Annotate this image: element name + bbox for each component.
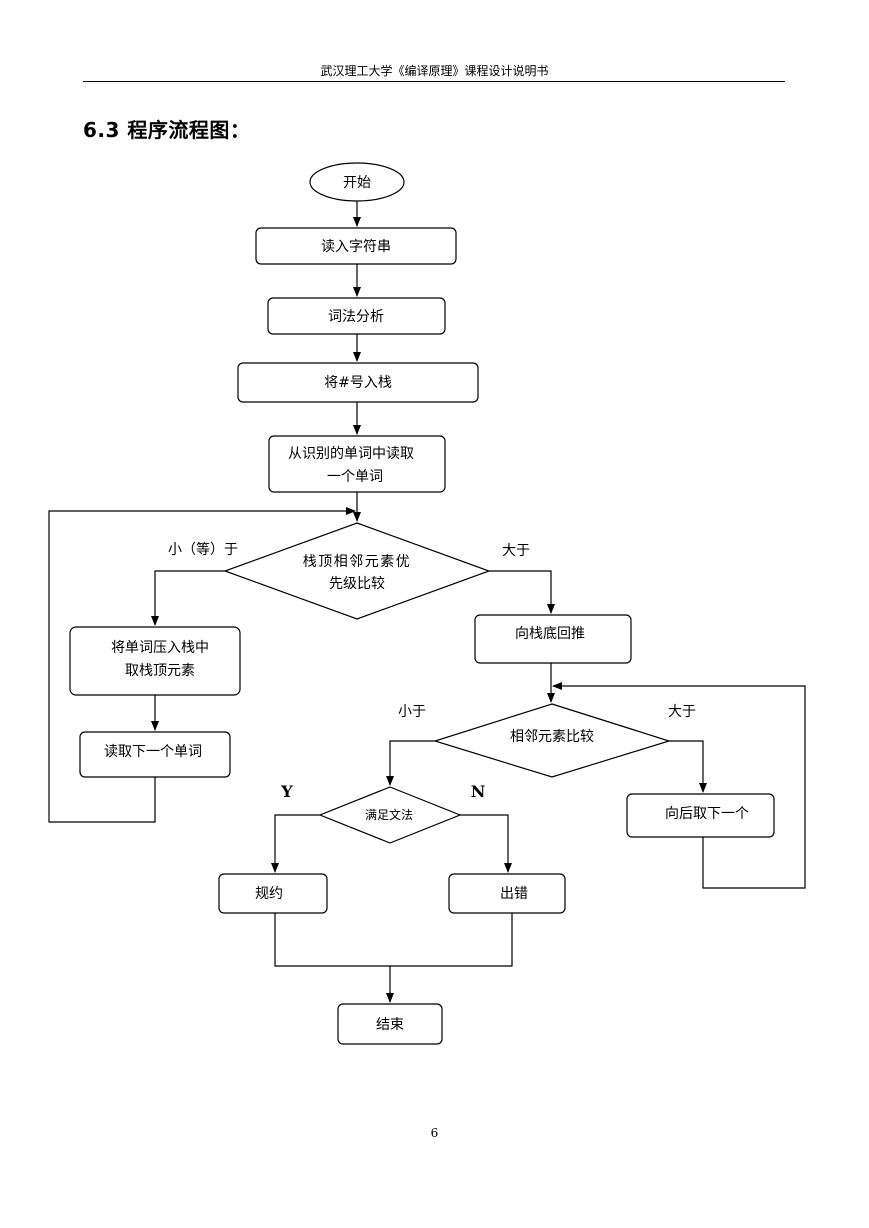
label-less-equal: 小（等）于 [168, 541, 238, 558]
lexical-label: 词法分析 [328, 309, 384, 325]
reduce-node [218, 873, 328, 914]
loop-back-right-line [552, 682, 806, 889]
read-string-label: 读入字符串 [321, 238, 391, 255]
end-label: 结束 [376, 1017, 404, 1033]
error-node [448, 873, 566, 914]
error-label: 出错 [500, 886, 528, 902]
merge-line [274, 913, 513, 967]
push-word-line1: 将单词压入栈中 [111, 640, 209, 656]
page-header: 武汉理工大学《编译原理》课程设计说明书 [320, 64, 549, 78]
backtrack-label: 向栈底回推 [515, 626, 585, 642]
reduce-label: 规约 [255, 886, 283, 902]
header-rule [83, 81, 785, 82]
grammar-decision [318, 786, 462, 844]
next-one-node [626, 793, 775, 838]
arrow-compare-push [151, 570, 225, 626]
arrow-compare-backtrack [489, 570, 555, 614]
adjacent-compare-label: 相邻元素比较 [510, 729, 594, 745]
push-hash-node [237, 362, 479, 403]
compare-decision [223, 522, 491, 620]
read-string-node [255, 227, 457, 265]
page-number: 6 [430, 1126, 439, 1140]
label-n: N [471, 782, 486, 801]
read-word-line1: 从识别的单词中读取 [288, 445, 414, 462]
compare-line2: 先级比较 [329, 576, 385, 592]
label-y: Y [280, 782, 293, 801]
label-greater2: 大于 [668, 704, 696, 720]
label-greater: 大于 [502, 543, 530, 559]
arrow-grammar-error [460, 814, 512, 873]
label-less: 小于 [398, 704, 426, 720]
read-next-word-label: 读取下一个单词 [104, 743, 202, 760]
section-title: 6.3 程序流程图： [83, 118, 251, 142]
push-hash-label: 将#号入栈 [324, 375, 392, 391]
arrow-adjacent-grammar [386, 740, 435, 786]
compare-line1: 栈顶相邻元素优 [303, 554, 412, 570]
read-word-line2: 一个单词 [327, 469, 383, 485]
adjacent-compare-decision [432, 703, 672, 778]
arrow-adjacent-next [669, 740, 707, 793]
loop-back-line [48, 507, 356, 823]
next-one-label: 向后取下一个 [665, 806, 749, 822]
backtrack-node [474, 614, 632, 664]
arrow-grammar-reduce [271, 814, 320, 873]
grammar-label: 满足文法 [365, 807, 413, 822]
push-word-node [69, 626, 241, 696]
end-node [337, 1003, 443, 1045]
start-label: 开始 [343, 175, 371, 191]
push-word-line2: 取栈顶元素 [125, 663, 195, 679]
